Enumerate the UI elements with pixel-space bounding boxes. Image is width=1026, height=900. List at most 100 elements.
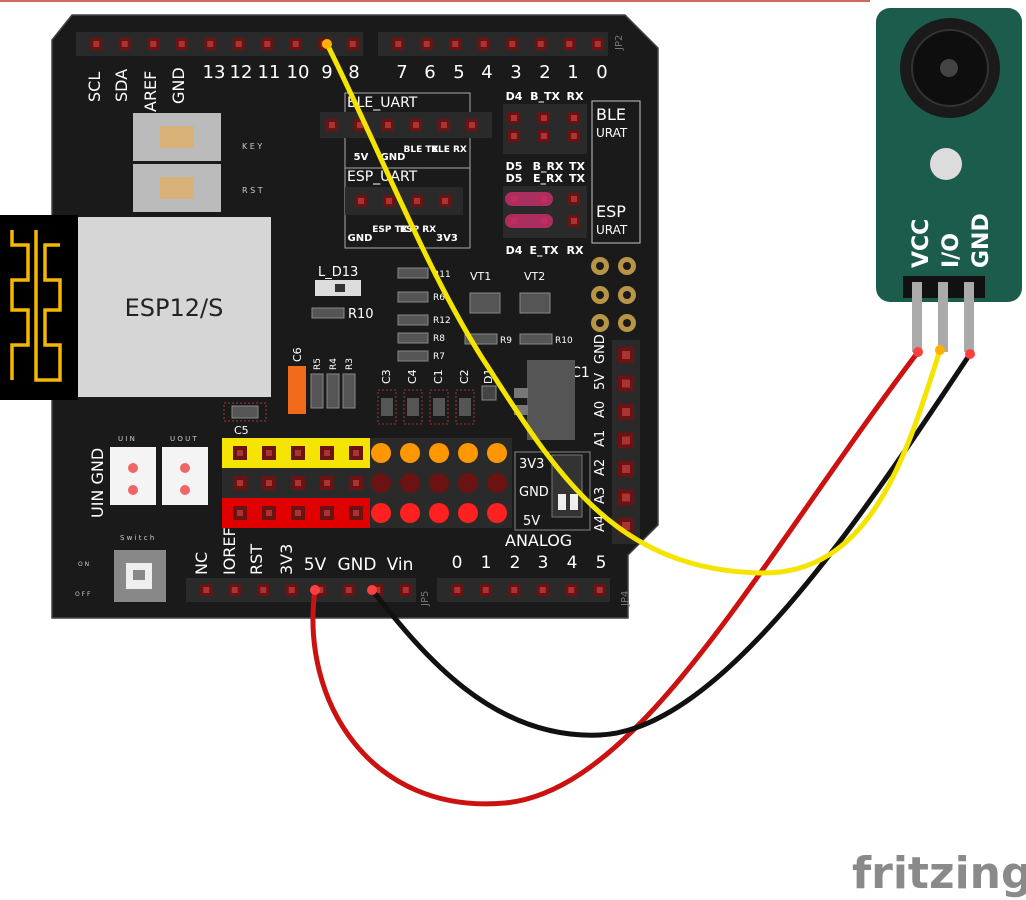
top-right-pin-pin-hole bbox=[452, 41, 459, 47]
r8-label: R8 bbox=[433, 334, 445, 344]
small-resistor bbox=[397, 267, 429, 279]
capacitors bbox=[377, 389, 475, 425]
r5-resistor bbox=[310, 373, 324, 409]
jumper-bot-d4: D4 bbox=[506, 244, 523, 257]
jumper-m2-d5: D5 bbox=[506, 172, 523, 185]
ic1-pin-1 bbox=[514, 388, 528, 398]
right-label-5v: 5V bbox=[593, 373, 608, 390]
sensor-pin-gnd-label: GND bbox=[969, 213, 994, 268]
wire-end-red bbox=[913, 347, 923, 357]
label-d4: 4 bbox=[481, 62, 492, 83]
wire-end-black bbox=[965, 349, 975, 359]
esp-pin-hole bbox=[414, 198, 420, 204]
esp-box-label: ESP bbox=[596, 202, 626, 221]
top-right-pin-pin-hole bbox=[509, 41, 516, 47]
jumper-bot-rx: RX bbox=[567, 244, 584, 257]
small-resistor bbox=[397, 291, 429, 303]
analog-pin-pin-hole bbox=[454, 587, 461, 593]
ble-pin-hole bbox=[329, 122, 335, 128]
jumper-pin-hole bbox=[571, 115, 577, 121]
r6-label: R6 bbox=[433, 293, 445, 303]
sensor-pin-gnd[interactable] bbox=[964, 282, 974, 352]
top-left-pin-pin-hole bbox=[207, 41, 214, 47]
jumper-top-d4: D4 bbox=[506, 90, 523, 103]
label-d2: 2 bbox=[539, 62, 550, 83]
top-right-pin-pin-hole bbox=[537, 41, 544, 47]
power-switch-slot bbox=[133, 570, 145, 580]
sensor-pin-vcc[interactable] bbox=[912, 282, 922, 352]
esp-module-label: ESP12/S bbox=[125, 294, 224, 322]
wire-start-black bbox=[367, 585, 377, 595]
digital-header-right bbox=[378, 32, 608, 56]
top-left-pin-pin-hole bbox=[178, 41, 185, 47]
power-pin-pin-hole bbox=[345, 587, 352, 593]
power-pin-pin-hole bbox=[231, 587, 238, 593]
r3-resistor bbox=[342, 373, 356, 409]
uin-connector[interactable] bbox=[110, 447, 156, 505]
small-resistor bbox=[397, 350, 429, 362]
ble-pin-tx: BLE TX bbox=[404, 145, 439, 155]
jp4-label: JP4 bbox=[620, 591, 631, 607]
top-left-pin-pin-hole bbox=[150, 41, 157, 47]
wire-gnd-to-gnd[interactable] bbox=[370, 352, 973, 738]
label-d10: 10 bbox=[287, 62, 310, 83]
urat-bot-label: URAT bbox=[596, 223, 628, 237]
vt1-transistor bbox=[469, 292, 501, 314]
right-header-pin-hole bbox=[622, 379, 630, 388]
small-resistor bbox=[397, 314, 429, 326]
c6-capacitor bbox=[288, 366, 306, 414]
label-scl: SCL bbox=[85, 72, 104, 102]
dot-grid-pin bbox=[487, 503, 507, 523]
jumper-m1-d5: D5 bbox=[506, 160, 523, 173]
ble-pin-hole bbox=[469, 122, 475, 128]
wire-5v-to-vcc[interactable] bbox=[310, 350, 920, 807]
dot-grid-pin bbox=[400, 473, 420, 493]
jumper-top-rx: RX bbox=[567, 90, 584, 103]
top-left-pin-pin-hole bbox=[121, 41, 128, 47]
triple-pin-hole bbox=[353, 480, 359, 486]
esp-uart-label: ESP_UART bbox=[347, 169, 418, 185]
antenna-trace-icon bbox=[10, 230, 62, 382]
right-label-a1: A1 bbox=[593, 430, 608, 447]
esp12s-module bbox=[78, 217, 271, 397]
triple-pin-hole bbox=[295, 510, 301, 516]
right-header-pin-hole bbox=[622, 493, 630, 502]
triple-pin-hole bbox=[353, 510, 359, 516]
esp-pin-gnd: GND bbox=[348, 233, 373, 244]
sensor-pin-io-label: I/O bbox=[939, 233, 964, 268]
jumper-bot-etx: E_TX bbox=[530, 244, 560, 257]
jumper-m1-brx: B_RX bbox=[533, 160, 564, 173]
dot-grid-pin bbox=[371, 473, 391, 493]
jumper-cap-1 bbox=[505, 192, 553, 206]
ble-pin-hole bbox=[413, 122, 419, 128]
power-header bbox=[186, 578, 416, 602]
r10b-resistor bbox=[519, 333, 553, 345]
analog-num-0: 0 bbox=[452, 553, 463, 573]
c1-label: C1 bbox=[432, 369, 445, 384]
esp-pin-hole bbox=[442, 198, 448, 204]
top-right-pin-pin-hole bbox=[395, 41, 402, 47]
label-aref: AREF bbox=[141, 71, 160, 112]
jumper-m1-tx: TX bbox=[569, 160, 586, 173]
gold-pads bbox=[591, 257, 636, 332]
wire-d9-to-io[interactable] bbox=[324, 42, 943, 576]
r4-resistor bbox=[326, 373, 340, 409]
led-d13-label: L_D13 bbox=[318, 265, 358, 280]
dot-grid-pin bbox=[371, 443, 391, 463]
sensor-pin-vcc-label: VCC bbox=[909, 219, 934, 268]
label-d1: 1 bbox=[567, 62, 578, 83]
switch-label: S w i t c h bbox=[120, 534, 154, 542]
top-left-pin-pin-hole bbox=[292, 41, 299, 47]
jp5-label: JP5 bbox=[420, 591, 431, 607]
uout-connector[interactable] bbox=[162, 447, 208, 505]
sensor-pin-io[interactable] bbox=[938, 282, 948, 352]
triple-pin-hole bbox=[266, 480, 272, 486]
jumper-pin-hole bbox=[571, 133, 577, 139]
d1-diode bbox=[481, 385, 497, 401]
ble-esp-select-box bbox=[591, 100, 641, 244]
voltage-switch-knob-1 bbox=[558, 494, 566, 510]
triple-pin-hole bbox=[324, 480, 330, 486]
uin-pin-2 bbox=[128, 485, 138, 495]
vt2-label: VT2 bbox=[524, 270, 545, 283]
dot-grid-pin bbox=[400, 503, 420, 523]
